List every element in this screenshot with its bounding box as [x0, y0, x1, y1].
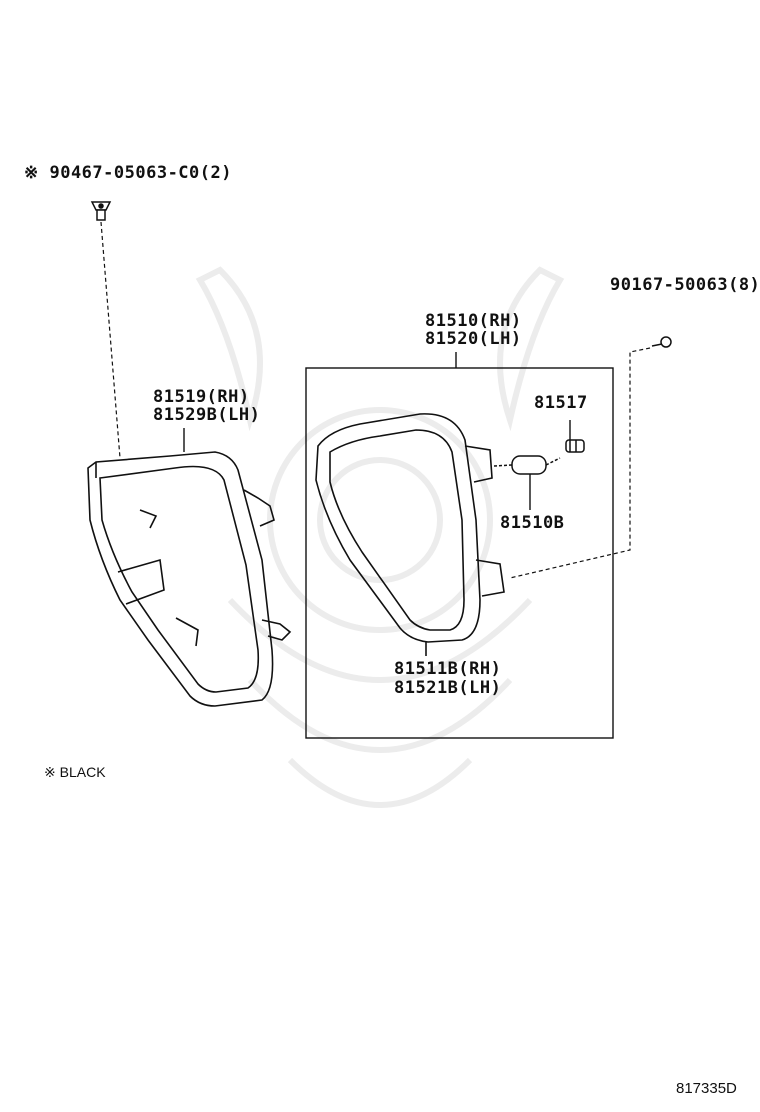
diagram-code: 817335D [676, 1080, 737, 1097]
screw-leader [509, 347, 651, 579]
watermark-emblem [195, 266, 565, 808]
bulb-part [493, 455, 561, 475]
screw-part-label: 90167-50063(8) [610, 275, 760, 295]
clip-part-label: ※ 90467-05063-C0(2) [24, 163, 232, 183]
screw-fastener [651, 336, 672, 348]
lens-rh-label: 81511B(RH) [394, 659, 502, 679]
housing-part [87, 451, 292, 707]
lens-part [315, 413, 505, 656]
socket-part [565, 439, 585, 453]
color-note: ※ BLACK [44, 764, 106, 780]
assembly-lh-label: 81520(LH) [425, 329, 522, 349]
socket-label: 81517 [534, 393, 588, 413]
lens-lh-label: 81521B(LH) [394, 678, 502, 698]
assembly-rh-label: 81510(RH) [425, 311, 522, 331]
bulb-label: 81510B [500, 513, 565, 533]
assembly-frame [305, 367, 614, 739]
housing-rh-label: 81519(RH) [153, 387, 250, 407]
clip-fastener [90, 201, 112, 221]
clip-leader [100, 221, 121, 459]
housing-lh-label: 81529B(LH) [153, 405, 261, 425]
